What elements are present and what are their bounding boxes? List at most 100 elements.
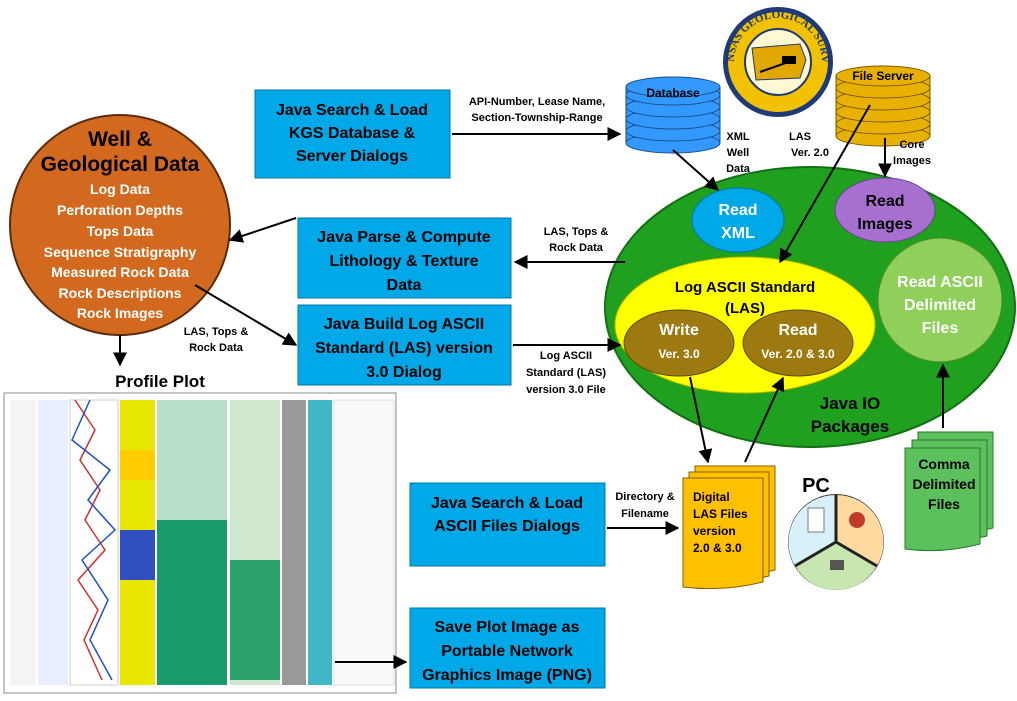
read-ascii-oval: Read ASCII Delimited Files: [877, 237, 1003, 363]
database-stack: Database: [625, 76, 721, 154]
comma-delimited-files: Comma Delimited Files: [904, 431, 994, 552]
box-text: Lithology & Texture: [329, 253, 478, 270]
las-title: (LAS): [725, 300, 765, 317]
label-text: LAS: [789, 131, 811, 143]
label-text: Log ASCII: [540, 350, 592, 362]
label-text: Well: [727, 147, 749, 159]
label-api-number: API-Number, Lease Name, Section-Township…: [469, 96, 605, 124]
label-text: API-Number, Lease Name,: [469, 96, 605, 108]
box-text: Save Plot Image as: [435, 619, 580, 636]
read-xml-oval: Read XML: [691, 187, 785, 253]
label-las-v2: LAS Ver. 2.0: [789, 131, 829, 159]
box-save-png: Save Plot Image as Portable Network Grap…: [409, 607, 606, 689]
box-text: Standard (LAS) version: [315, 340, 493, 357]
label-text: XML: [726, 131, 750, 143]
read-images-text: Read: [865, 193, 904, 210]
label-text: version 3.0 File: [526, 384, 605, 396]
box-text: Java Parse & Compute: [317, 229, 491, 246]
well-data-title-1: Well &: [88, 128, 152, 151]
box-text: Graphics Image (PNG): [422, 667, 592, 684]
file-server-stack: File Server: [835, 65, 931, 147]
read-ascii-text: Delimited: [904, 297, 976, 314]
label-text: LAS, Tops &: [544, 226, 609, 238]
label-las-tops-2: LAS, Tops & Rock Data: [184, 326, 249, 354]
label-text: Filename: [621, 508, 669, 520]
pc-label: PC: [802, 475, 830, 497]
comma-files-text: Files: [928, 496, 960, 512]
label-text: Directory &: [615, 491, 674, 503]
well-data-item: Sequence Stratigraphy: [44, 244, 197, 260]
box-text: 3.0 Dialog: [366, 364, 442, 381]
digital-las-text: LAS Files: [693, 507, 748, 521]
read-xml-text: Read: [718, 202, 757, 219]
label-text: Images: [893, 155, 931, 167]
box-parse-compute: Java Parse & Compute Lithology & Texture…: [297, 217, 512, 299]
label-text: Ver. 2.0: [791, 147, 829, 159]
box-build-las: Java Build Log ASCII Standard (LAS) vers…: [297, 304, 512, 386]
read-las-text: Read: [778, 322, 817, 339]
box-text: Data: [387, 277, 422, 294]
arrow: [689, 376, 713, 464]
box-text: Portable Network: [441, 643, 573, 660]
digital-las-text: version: [693, 524, 736, 538]
read-images-oval: Read Images: [834, 177, 936, 243]
box-text: Server Dialogs: [296, 148, 408, 165]
box-text: Java Build Log ASCII: [324, 316, 484, 333]
digital-las-files: Digital LAS Files version 2.0 & 3.0: [682, 465, 776, 590]
flow-arrows: [113, 104, 950, 669]
read-images-text: Images: [857, 216, 912, 233]
file-server-label: File Server: [852, 69, 914, 83]
well-data-item: Perforation Depths: [57, 202, 183, 218]
arrow: [672, 149, 720, 191]
read-ascii-text: Files: [922, 320, 959, 337]
read-las-text: Ver. 2.0 & 3.0: [761, 347, 835, 361]
java-io-label: Packages: [811, 417, 889, 436]
well-data-item: Rock Images: [77, 305, 164, 321]
arrow: [779, 104, 871, 264]
las-title: Log ASCII Standard: [675, 279, 815, 296]
svg-text:KANSAS GEOLOGICAL SURVEY: KANSAS GEOLOGICAL SURVEY: [0, 0, 831, 63]
label-text: LAS, Tops &: [184, 326, 249, 338]
digital-las-text: Digital: [693, 490, 730, 504]
arrow: [744, 376, 785, 463]
kgs-seal-text: KANSAS GEOLOGICAL SURVEY: [0, 0, 831, 63]
label-las-tops-1: LAS, Tops & Rock Data: [544, 226, 609, 254]
label-xml-well-data: XML Well Data: [726, 131, 751, 175]
read-las-oval: Read Ver. 2.0 & 3.0: [742, 309, 854, 377]
pc-logo-icon: PC: [788, 475, 884, 591]
well-data-item: Measured Rock Data: [51, 264, 189, 280]
arrow: [228, 217, 297, 243]
box-text: Java Search & Load: [431, 495, 583, 512]
label-core-images: Core Images: [893, 139, 931, 167]
write-text: Write: [659, 322, 699, 339]
label-text: Core: [899, 139, 924, 151]
label-text: Section-Township-Range: [471, 112, 602, 124]
label-text: Rock Data: [549, 242, 604, 254]
box-search-ascii: Java Search & Load ASCII Files Dialogs: [409, 482, 606, 567]
profile-plot-title: Profile Plot: [115, 372, 205, 391]
box-text: Java Search & Load: [276, 102, 428, 119]
box-text: KGS Database &: [289, 125, 416, 142]
well-data-item: Tops Data: [87, 223, 154, 239]
arrow: [194, 284, 298, 346]
label-las-v3-file: Log ASCII Standard (LAS) version 3.0 Fil…: [526, 350, 606, 396]
box-text: ASCII Files Dialogs: [434, 518, 580, 535]
label-text: Rock Data: [189, 342, 244, 354]
read-xml-text: XML: [721, 225, 755, 242]
read-ascii-text: Read ASCII: [897, 274, 983, 291]
well-data-item: Rock Descriptions: [59, 285, 182, 301]
label-text: Standard (LAS): [526, 367, 606, 379]
write-text: Ver. 3.0: [658, 347, 700, 361]
well-data-item: Log Data: [90, 181, 150, 197]
well-data-circle: Well & Geological Data Log Data Perforat…: [9, 114, 231, 336]
comma-files-text: Delimited: [912, 476, 975, 492]
well-data-title-2: Geological Data: [41, 153, 200, 176]
label-text: Data: [726, 163, 751, 175]
write-oval: Write Ver. 3.0: [623, 309, 735, 377]
comma-files-text: Comma: [918, 456, 970, 472]
label-directory-filename: Directory & Filename: [615, 491, 674, 520]
database-label: Database: [646, 86, 700, 100]
java-io-label: Java IO: [820, 394, 881, 413]
profile-plot-image: Profile Plot: [3, 372, 397, 694]
